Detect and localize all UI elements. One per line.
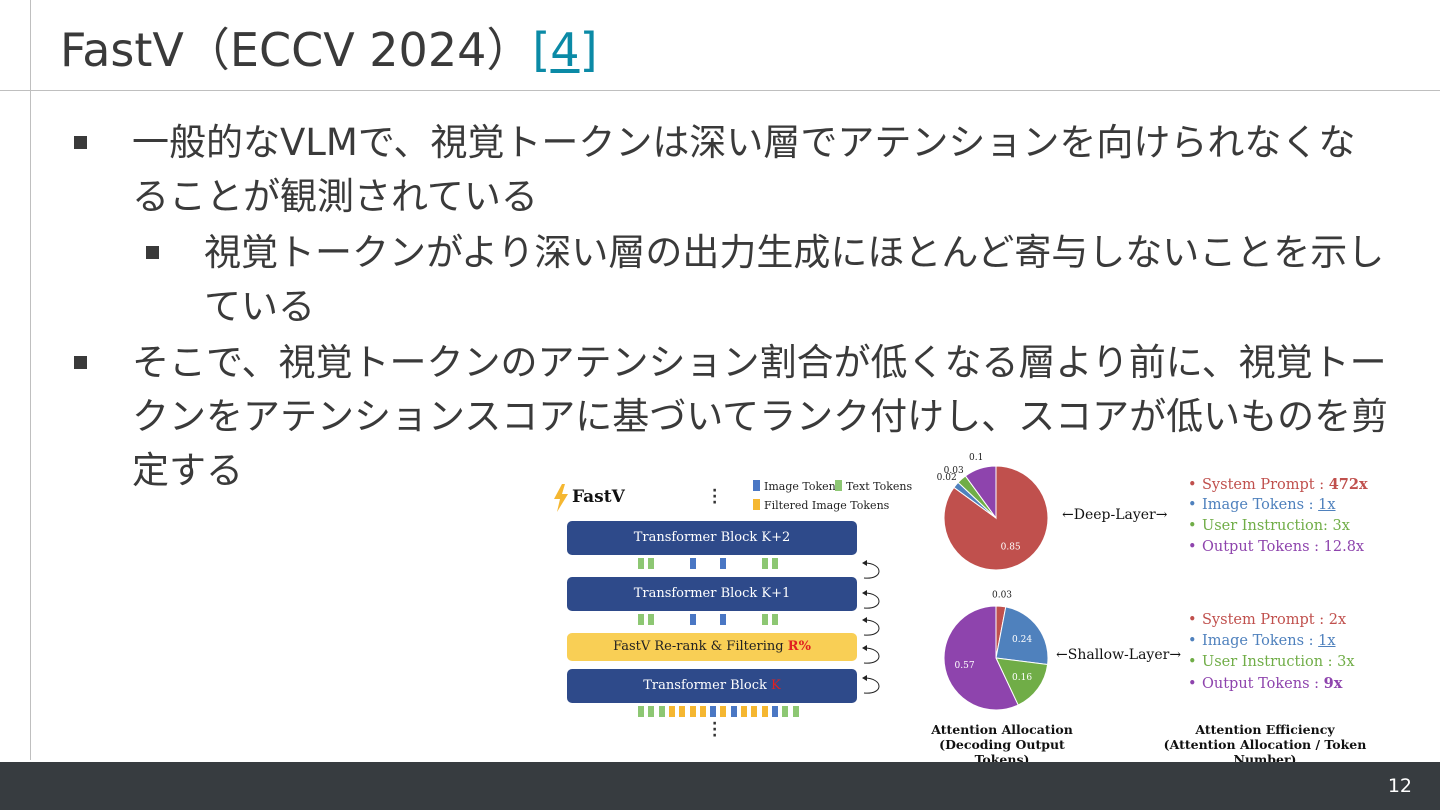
pie-value-label: 0.02 xyxy=(937,473,957,483)
slide-title: FastV（ECCV 2024）[4] xyxy=(60,14,598,80)
bullet-marker xyxy=(74,356,87,369)
token-mark xyxy=(638,558,644,569)
pie-value-label: 0.24 xyxy=(1012,635,1032,645)
title-reference-link[interactable]: [4] xyxy=(532,23,598,77)
token-mark xyxy=(720,614,727,625)
token-mark xyxy=(730,706,737,717)
efficiency-value: 12.8x xyxy=(1323,539,1365,555)
token-mark xyxy=(761,614,768,625)
transformer-block-k2: Transformer Block K+2 xyxy=(567,521,857,555)
bullet-2: そこで、視覚トークンのアテンション割合が低くなる層より前に、視覚トークンをアテン… xyxy=(132,341,1389,492)
pie-value-label: 0.16 xyxy=(1012,673,1032,683)
pie-value-label: 0.85 xyxy=(1001,543,1021,553)
pie-slice-output-tokens xyxy=(943,605,1019,711)
token-mark xyxy=(679,706,686,717)
footer-bar: 12 xyxy=(0,762,1440,810)
efficiency-value: 9x xyxy=(1323,675,1343,692)
bullet-1: 一般的なVLMで、視覚トークンは深い層でアテンションを向けられなくなることが観測… xyxy=(132,121,1356,218)
bullet-1-sub: 視覚トークンがより深い層の出力生成にほとんど寄与しないことを示している xyxy=(204,231,1385,328)
left-rule xyxy=(30,0,31,760)
efficiency-label: Output Tokens : xyxy=(1202,539,1324,555)
token-mark xyxy=(751,706,758,717)
deep-layer-label: ←Deep-Layer→ xyxy=(1062,507,1168,523)
pie-slice-output-tokens xyxy=(964,465,997,520)
efficiency-row: •System Prompt : 472x xyxy=(1188,476,1368,493)
efficiency-label: System Prompt : xyxy=(1202,612,1329,628)
efficiency-row: •User Instruction: 3x xyxy=(1188,518,1350,534)
legend-filtered-tokens: Filtered Image Tokens xyxy=(753,499,889,512)
page-number: 12 xyxy=(1387,775,1412,797)
token-mark xyxy=(741,706,747,717)
fastv-logo-text: FastV xyxy=(572,487,625,507)
token-mark xyxy=(699,706,706,717)
caption-attention-allocation: Attention Allocation(Decoding Output Tok… xyxy=(931,722,1073,767)
token-mark xyxy=(771,614,778,625)
token-mark xyxy=(648,706,655,717)
pie-value-label: 0.03 xyxy=(992,590,1012,600)
transformer-block-k1: Transformer Block K+1 xyxy=(567,577,857,611)
residual-arrows-icon xyxy=(862,560,880,694)
bullet-marker xyxy=(146,246,159,259)
token-mark xyxy=(689,614,696,625)
shallow-layer-pie-chart: 0.03 0.24 0.16 0.57 xyxy=(943,590,1049,711)
efficiency-value: 1x xyxy=(1318,497,1336,513)
efficiency-row: •System Prompt : 2x xyxy=(1188,612,1347,628)
legend-text-tokens: Text Tokens xyxy=(835,480,912,493)
efficiency-row: •User Instruction : 3x xyxy=(1188,654,1355,670)
efficiency-row: •Output Tokens : 9x xyxy=(1188,675,1343,692)
efficiency-label: User Instruction : xyxy=(1202,654,1338,670)
token-mark xyxy=(710,706,717,717)
token-mark xyxy=(648,614,655,625)
token-mark xyxy=(771,706,778,717)
caption-attention-efficiency: Attention Efficiency(Attention Allocatio… xyxy=(1163,722,1367,767)
vertical-ellipsis-icon: ··· xyxy=(712,716,718,744)
title-rule xyxy=(0,90,1440,91)
token-mark xyxy=(792,706,799,717)
token-mark xyxy=(668,706,675,717)
token-mark xyxy=(638,614,644,625)
fastv-rerank-block: FastV Re-rank & Filtering R% xyxy=(567,633,857,661)
token-mark xyxy=(720,558,727,569)
legend-image-tokens: Image Tokens xyxy=(753,480,841,493)
lightning-icon xyxy=(554,484,568,512)
transformer-block-k: Transformer Block K xyxy=(567,669,857,703)
token-mark xyxy=(689,558,696,569)
efficiency-value: 472x xyxy=(1328,476,1368,493)
pie-value-label: 0.1 xyxy=(969,453,983,463)
token-mark xyxy=(658,706,665,717)
token-mark xyxy=(771,558,778,569)
efficiency-label: Image Tokens : xyxy=(1202,633,1319,649)
token-mark xyxy=(761,558,768,569)
efficiency-value: 1x xyxy=(1318,633,1336,649)
vertical-ellipsis-icon: ··· xyxy=(712,483,718,511)
token-mark xyxy=(638,706,644,717)
efficiency-value: 3x xyxy=(1332,518,1350,534)
pie-value-label: 0.03 xyxy=(944,466,964,476)
token-mark xyxy=(720,706,727,717)
pie-value-label: 0.57 xyxy=(955,661,975,671)
efficiency-row: •Output Tokens : 12.8x xyxy=(1188,539,1365,555)
token-mark xyxy=(761,706,768,717)
deep-layer-pie-chart: 0.85 0.020.03 0.1 xyxy=(937,453,1049,571)
efficiency-label: System Prompt : xyxy=(1202,477,1329,493)
efficiency-label: Output Tokens : xyxy=(1202,676,1324,692)
pie-slice-user-instruction xyxy=(995,657,1049,706)
efficiency-label: User Instruction: xyxy=(1202,518,1333,534)
token-mark xyxy=(648,558,655,569)
efficiency-value: 3x xyxy=(1337,654,1355,670)
token-mark xyxy=(782,706,789,717)
efficiency-row: •Image Tokens : 1x xyxy=(1188,633,1336,649)
token-mark xyxy=(689,706,696,717)
efficiency-row: •Image Tokens : 1x xyxy=(1188,497,1336,513)
bullet-marker xyxy=(74,136,87,149)
efficiency-value: 2x xyxy=(1328,612,1347,628)
shallow-layer-label: ←Shallow-Layer→ xyxy=(1056,647,1182,663)
pie-slice-image-tokens xyxy=(995,606,1049,666)
fastv-figure: FastV ··· Image Tokens Text Tokens Filte… xyxy=(540,450,1410,767)
efficiency-label: Image Tokens : xyxy=(1202,497,1319,513)
title-text: FastV（ECCV 2024） xyxy=(60,23,533,77)
